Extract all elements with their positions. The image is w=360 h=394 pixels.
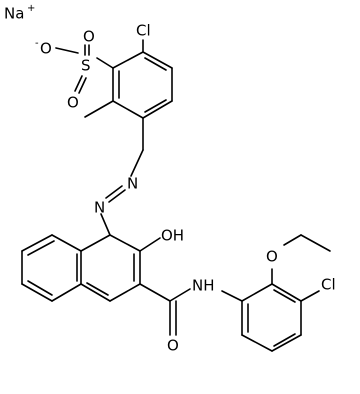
bond <box>112 51 144 69</box>
bond <box>84 100 114 118</box>
oxygen-top-label: O <box>83 28 95 46</box>
bond <box>139 283 171 302</box>
bond <box>108 189 126 203</box>
bond <box>80 283 111 302</box>
carbonyl-o-label: O <box>167 337 179 355</box>
bond <box>271 283 302 302</box>
bond <box>21 283 53 302</box>
atom-labels: Na + - O S O O Cl N N OH NH O O Cl <box>4 3 336 355</box>
bond <box>96 57 114 69</box>
bond <box>144 57 167 71</box>
bond <box>21 234 53 252</box>
bond <box>300 234 331 252</box>
bond <box>241 283 273 302</box>
sodium-label: Na <box>4 5 24 23</box>
bond <box>144 99 167 113</box>
bond <box>100 213 111 236</box>
bond <box>105 185 123 199</box>
sodium-charge-label: + <box>27 3 35 14</box>
bond <box>221 290 243 302</box>
bond <box>55 47 79 54</box>
chloro-top-label: Cl <box>136 22 151 40</box>
bond <box>130 149 144 177</box>
oxide-charge-label: - <box>35 38 39 49</box>
azo-n1-label: N <box>127 175 138 193</box>
bond <box>51 283 82 302</box>
bond <box>109 234 141 252</box>
bond <box>27 280 53 296</box>
bond <box>27 240 55 256</box>
oxygen-bottom-label: O <box>67 94 79 112</box>
bond <box>241 334 273 352</box>
bond <box>51 234 82 252</box>
bond <box>273 333 296 347</box>
bond <box>74 75 83 92</box>
amide-nh-label: NH <box>192 277 215 295</box>
bond <box>80 234 111 252</box>
bond <box>109 283 141 302</box>
bond <box>142 100 173 119</box>
bond <box>273 289 296 303</box>
bond <box>169 288 191 302</box>
bond <box>78 77 87 94</box>
bond <box>283 234 302 246</box>
bond <box>271 334 302 352</box>
bond <box>139 237 161 252</box>
hydroxyl-label: OH <box>161 227 184 245</box>
bond <box>112 100 144 119</box>
bond <box>300 290 320 302</box>
ether-o-label: O <box>266 248 278 266</box>
bond <box>142 51 173 69</box>
sulfur-label: S <box>81 57 91 75</box>
bond <box>86 282 109 296</box>
bond-lines <box>21 39 331 352</box>
azo-n2-label: N <box>94 199 105 217</box>
chloro-right-label: Cl <box>321 276 336 294</box>
oxygen-anion-label: O <box>40 40 52 58</box>
